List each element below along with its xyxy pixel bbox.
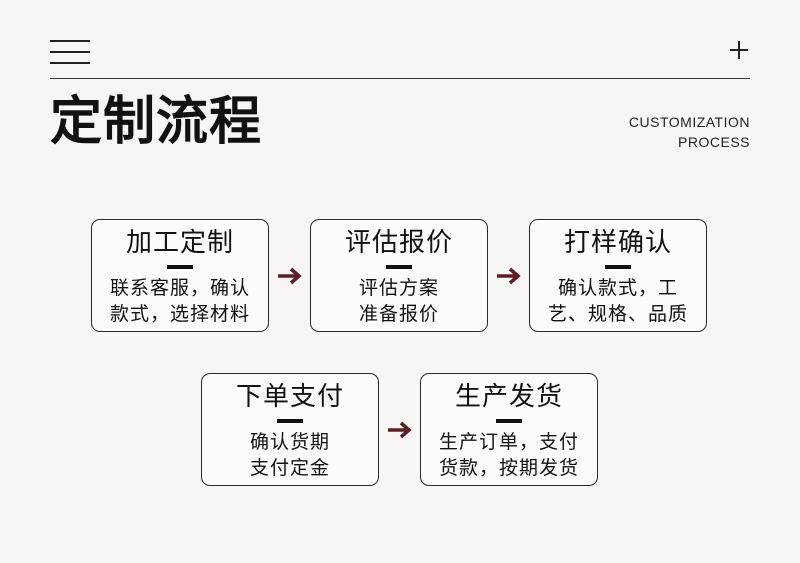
step-card-order: 下单支付 确认货期 支付定金 xyxy=(201,373,379,486)
step-card-customize: 加工定制 联系客服，确认 款式，选择材料 xyxy=(91,219,269,332)
step-underline xyxy=(605,265,631,269)
step-desc-line-2: 支付定金 xyxy=(249,457,330,479)
step-desc-line-2: 货款，按期发货 xyxy=(438,457,579,479)
step-desc-line-1: 生产订单，支付 xyxy=(438,431,579,453)
step-card-production: 生产发货 生产订单，支付 货款，按期发货 xyxy=(420,373,598,486)
page-subtitle: CUSTOMIZATION PROCESS xyxy=(629,112,750,152)
step-title: 评估报价 xyxy=(344,228,453,258)
hamburger-menu-icon[interactable] xyxy=(50,38,90,66)
step-desc-line-2: 款式，选择材料 xyxy=(109,303,250,325)
step-desc-line-1: 确认款式，工 xyxy=(557,277,678,299)
step-desc-line-2: 艺、规格、品质 xyxy=(547,303,688,325)
step-underline xyxy=(277,419,303,423)
header-divider xyxy=(50,78,750,79)
subtitle-line-1: CUSTOMIZATION xyxy=(628,114,750,130)
step-desc-line-1: 评估方案 xyxy=(358,277,439,299)
step-desc-line-2: 准备报价 xyxy=(358,303,439,325)
step-underline xyxy=(496,419,522,423)
step-title: 下单支付 xyxy=(235,382,344,412)
step-card-sample: 打样确认 确认款式，工 艺、规格、品质 xyxy=(529,219,707,332)
step-desc-line-1: 联系客服，确认 xyxy=(109,277,250,299)
step-desc-line-1: 确认货期 xyxy=(249,431,330,453)
page-title: 定制流程 xyxy=(50,92,263,152)
plus-icon[interactable] xyxy=(729,40,749,60)
arrow-right-icon xyxy=(496,267,522,285)
step-underline xyxy=(386,265,412,269)
step-underline xyxy=(167,265,193,269)
step-title: 加工定制 xyxy=(125,228,234,258)
step-title: 打样确认 xyxy=(563,228,672,258)
arrow-right-icon xyxy=(387,421,413,439)
arrow-right-icon xyxy=(277,267,303,285)
step-card-quote: 评估报价 评估方案 准备报价 xyxy=(310,219,488,332)
subtitle-line-2: PROCESS xyxy=(678,134,750,150)
step-title: 生产发货 xyxy=(454,382,563,412)
